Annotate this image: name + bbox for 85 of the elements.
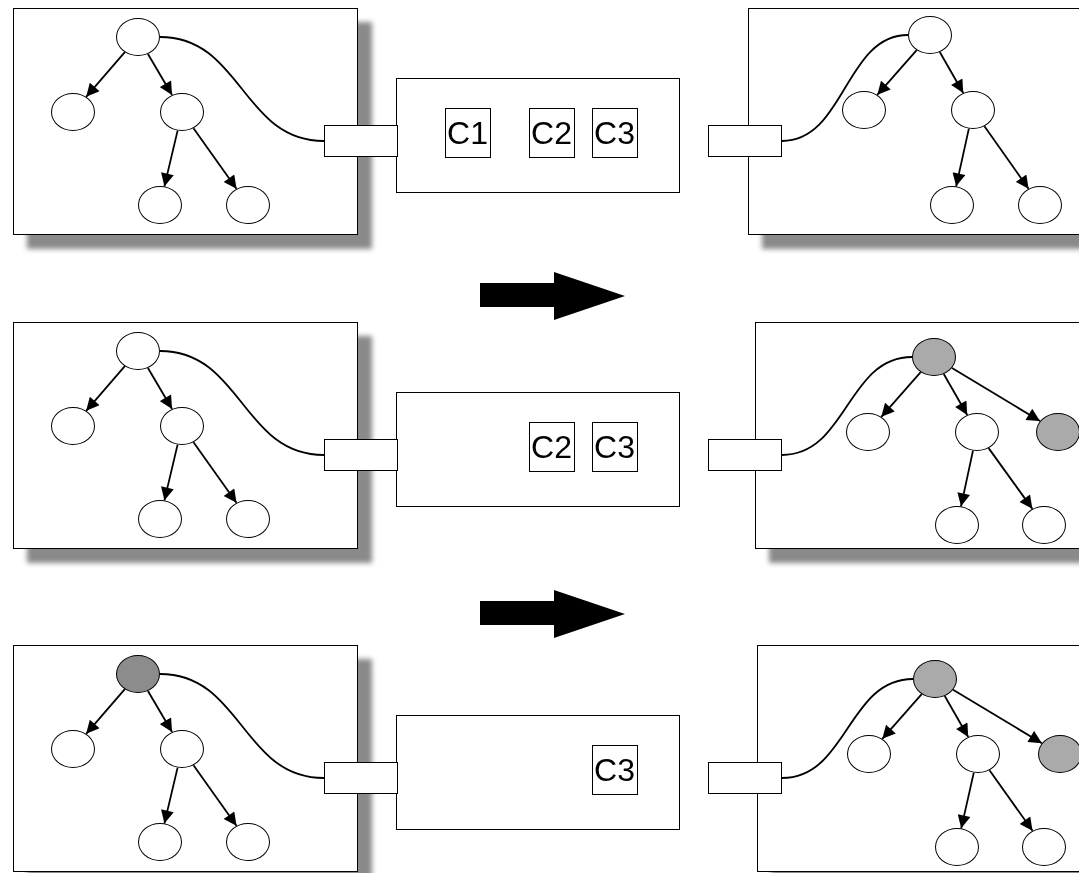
tree-node <box>1037 734 1079 773</box>
arrow <box>147 690 173 733</box>
tree-panel <box>13 322 358 549</box>
tree-node <box>225 822 270 861</box>
connector-port <box>324 125 398 157</box>
arrow <box>957 449 974 508</box>
tree-node <box>159 406 204 445</box>
tree-node <box>934 827 979 866</box>
tree-node <box>159 92 204 131</box>
tree-node <box>137 185 182 224</box>
arrow <box>85 365 126 412</box>
tree-node <box>907 15 952 54</box>
tree-node <box>954 412 999 451</box>
tree-node <box>911 337 956 376</box>
tree-node <box>1035 412 1079 451</box>
tree-node <box>50 406 95 445</box>
component-box: C3 <box>591 107 638 158</box>
arrow <box>988 769 1034 832</box>
component-box: C3 <box>591 744 638 795</box>
arrow <box>147 367 173 410</box>
tree-panel <box>13 8 358 235</box>
tree-node <box>912 659 957 698</box>
tree-node <box>115 17 160 56</box>
tree-node <box>1021 505 1066 544</box>
component-box: C2 <box>528 107 575 158</box>
arrow <box>192 127 238 190</box>
arrow <box>942 373 969 416</box>
tree-node <box>1017 185 1062 224</box>
tree-panel <box>755 322 1079 549</box>
tree-node <box>955 734 1000 773</box>
connector-port <box>708 762 782 794</box>
connector-port <box>708 125 782 157</box>
tree-node <box>115 331 160 370</box>
connector-curve <box>781 356 913 456</box>
arrow <box>147 53 173 96</box>
tree-node <box>846 734 891 773</box>
tree-node <box>929 185 974 224</box>
connector-curve <box>159 350 325 456</box>
arrow <box>161 443 179 502</box>
arrow <box>161 129 179 188</box>
arrow <box>85 51 126 98</box>
arrow <box>952 688 1043 745</box>
arrow <box>192 441 238 504</box>
connector-curve <box>159 673 325 779</box>
arrow <box>987 447 1034 510</box>
tree-panel <box>757 645 1079 872</box>
connector-port <box>324 439 398 471</box>
tree-node <box>137 499 182 538</box>
tree-node <box>841 90 886 129</box>
tree-node <box>115 654 160 693</box>
arrow <box>880 371 922 418</box>
component-box: C2 <box>528 421 575 472</box>
arrow <box>876 49 918 96</box>
tree-node <box>950 90 995 129</box>
arrow <box>881 693 923 740</box>
tree-node <box>225 499 270 538</box>
component-container <box>396 392 680 507</box>
arrow <box>983 125 1030 190</box>
tree-node <box>845 412 890 451</box>
component-box: C1 <box>444 107 491 158</box>
tree-node <box>50 729 95 768</box>
tree-node <box>225 185 270 224</box>
component-container <box>396 715 680 830</box>
tree-node <box>934 505 979 544</box>
connector-curve <box>781 34 909 142</box>
tree-node <box>137 822 182 861</box>
tree-node <box>1021 827 1066 866</box>
arrow <box>952 127 970 188</box>
tree-panel <box>748 8 1079 235</box>
arrow <box>192 764 238 827</box>
connector-curve <box>159 36 325 142</box>
arrow <box>85 688 126 735</box>
connector-port <box>708 439 782 471</box>
arrow <box>161 766 179 825</box>
arrow <box>957 771 975 830</box>
component-container <box>396 78 680 193</box>
arrow <box>951 367 1041 422</box>
connector-curve <box>781 678 914 779</box>
connector-port <box>324 762 398 794</box>
tree-panel <box>13 645 358 872</box>
tree-node <box>159 729 204 768</box>
component-box: C3 <box>591 421 638 472</box>
tree-node <box>50 92 95 131</box>
arrow <box>943 695 970 738</box>
arrow <box>938 51 965 94</box>
